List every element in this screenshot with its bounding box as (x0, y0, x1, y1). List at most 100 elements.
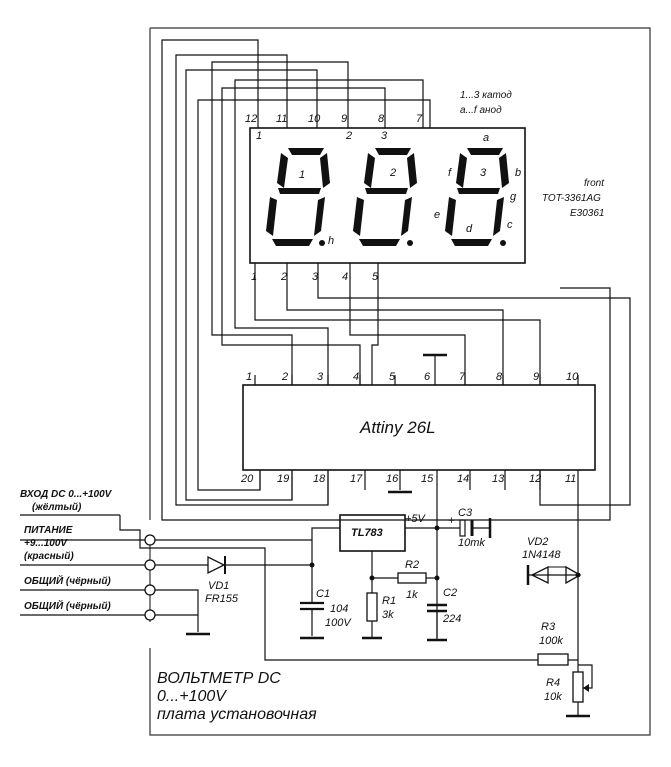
c3-plus: + (448, 515, 455, 527)
c3-capacitor (459, 519, 466, 537)
display-bottom-wiring (254, 263, 631, 506)
terminal-gnd-2 (144, 609, 156, 621)
display-legend-anode: a...f анод (460, 105, 502, 116)
c3-label: C3 (458, 507, 473, 519)
chip-pin-3: 3 (317, 371, 324, 383)
r2-label: R2 (405, 559, 419, 571)
chip-pin-17: 17 (350, 473, 363, 485)
chip-pin-2: 2 (281, 371, 288, 383)
segment-a-label: a (483, 132, 489, 144)
input-section: VD2 1N4148 R3 100k R4 10k (119, 490, 593, 718)
display-pin-9: 9 (341, 113, 347, 125)
vd2-label: VD2 (527, 536, 548, 548)
chip-pin-20: 20 (240, 473, 254, 485)
c1-value-1: 104 (330, 603, 348, 615)
c3-value: 10mk (458, 537, 485, 549)
chip-pin-16: 16 (386, 473, 399, 485)
display-pin-2: 2 (280, 271, 287, 283)
chip-pin-13: 13 (492, 473, 505, 485)
gnd-2-label: ОБЩИЙ (чёрный) (24, 599, 111, 612)
terminal-input (144, 534, 156, 546)
r4-label: R4 (546, 677, 560, 689)
vd1-label: VD1 (208, 580, 229, 592)
inner-pin-3: 3 (381, 130, 388, 142)
r1-resistor (366, 592, 378, 622)
r3-value: 100k (539, 635, 563, 647)
display-legend-cathode: 1...3 катод (460, 90, 512, 101)
chip-name: Attiny 26L (359, 418, 436, 437)
board-outline (149, 27, 651, 736)
display-top-wiring (161, 39, 611, 521)
digit-3 (445, 148, 509, 246)
display-code-label: E30361 (570, 208, 604, 219)
chip-pin-4: 4 (353, 371, 359, 383)
chip-pin-15: 15 (421, 473, 434, 485)
display-pin-10: 10 (308, 113, 321, 125)
chip-pin-14: 14 (457, 473, 469, 485)
digit-3-label: 3 (480, 167, 487, 179)
c1-value-2: 100V (325, 617, 352, 629)
segment-b-label: b (515, 167, 521, 179)
display-pin-8: 8 (378, 113, 385, 125)
r1-label: R1 (382, 595, 396, 607)
title-line-1: ВОЛЬТМЕТР DC (157, 670, 281, 687)
r4-value: 10k (544, 691, 562, 703)
display-pin-11: 11 (276, 113, 287, 125)
attiny26l-chip: Attiny 26L 1 2 3 4 5 6 7 8 9 10 20 19 18… (240, 371, 596, 505)
power-label: ПИТАНИЕ (24, 525, 73, 536)
digit-2-label: 2 (389, 167, 396, 179)
chip-pin-19: 19 (277, 473, 289, 485)
vd1-value: FR155 (205, 593, 239, 605)
digit-1 (266, 148, 330, 246)
input-terminals: ВХОД DC 0...+100V (жёлтый) ПИТАНИЕ +9...… (20, 489, 210, 636)
title-line-2: 0...+100V (157, 688, 227, 705)
power-range: +9...100V (24, 538, 68, 549)
display-pin-3: 3 (312, 271, 319, 283)
schematic-title: ВОЛЬТМЕТР DC 0...+100V плата установочна… (157, 670, 317, 723)
segment-c-label: c (507, 219, 513, 231)
display-pin-5: 5 (372, 271, 379, 283)
chip-pin-6: 6 (424, 371, 431, 383)
chip-pin-9: 9 (533, 371, 539, 383)
inner-pin-2: 2 (345, 130, 352, 142)
segment-d-label: d (466, 223, 473, 235)
digit-2 (353, 148, 417, 246)
r2-resistor (397, 572, 427, 584)
chip-pin-5: 5 (389, 371, 396, 383)
vd2-value: 1N4148 (522, 549, 561, 561)
segment-f-label: f (448, 167, 452, 179)
power-color: (красный) (24, 551, 74, 562)
chip-pin-1: 1 (246, 371, 252, 383)
c1-label: C1 (316, 588, 330, 600)
regulator-label: TL783 (351, 527, 383, 539)
r1-value: 3k (382, 609, 394, 621)
vout-label: +5V (405, 513, 427, 525)
c2-label: C2 (443, 587, 457, 599)
power-section: TL783 +5V + C3 10mk R2 1k R1 3k C2 224 (155, 490, 492, 642)
terminal-power (144, 559, 156, 571)
r4-resistor (572, 671, 584, 703)
vd1-diode (207, 555, 226, 575)
chip-pin-11: 11 (565, 473, 576, 485)
vd2-diode (530, 565, 549, 585)
segment-h-label: h (328, 235, 334, 247)
segment-g-label: g (510, 191, 517, 203)
digit-1-label: 1 (299, 169, 305, 181)
chip-pin-7: 7 (459, 371, 466, 383)
chip-pin-18: 18 (313, 473, 326, 485)
c2-value: 224 (442, 613, 461, 625)
terminal-gnd-1 (144, 584, 156, 596)
input-dc-color: (жёлтый) (32, 502, 82, 513)
segment-e-label: e (434, 209, 440, 221)
chip-body (242, 384, 596, 471)
r2-value: 1k (406, 589, 418, 601)
chip-pin-8: 8 (496, 371, 503, 383)
input-dc-label: ВХОД DC 0...+100V (20, 489, 113, 500)
gnd-1-label: ОБЩИЙ (чёрный) (24, 574, 111, 587)
seven-segment-display: 1 2 3 a b c d e f g h 1 2 3 12 11 10 9 8… (245, 90, 605, 283)
display-front-label: front (584, 178, 605, 189)
display-pin-12: 12 (245, 113, 257, 125)
display-pin-7: 7 (416, 113, 423, 125)
display-pin-1: 1 (251, 271, 257, 283)
